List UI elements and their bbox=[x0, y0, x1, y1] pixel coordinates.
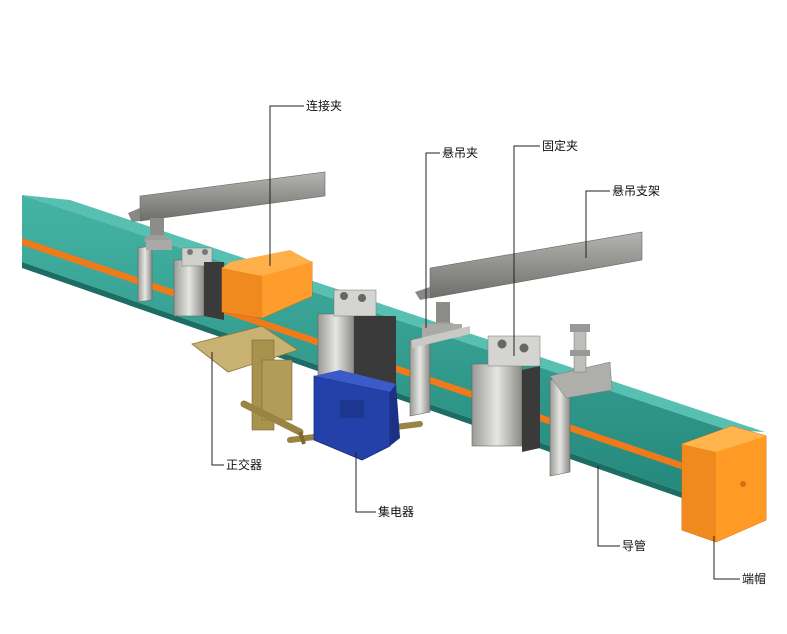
leader-connector-clip bbox=[269, 105, 304, 266]
leader-collector bbox=[355, 452, 376, 513]
connector-clip bbox=[221, 250, 313, 319]
label-suspension-bracket: 悬吊支架 bbox=[612, 184, 660, 198]
leader-fixed-clip bbox=[513, 145, 540, 356]
crossover bbox=[191, 325, 423, 445]
label-guide-tube: 导管 bbox=[622, 538, 646, 553]
label-suspension-clip: 悬吊夹 bbox=[442, 146, 478, 160]
leader-suspension-bracket bbox=[585, 190, 610, 258]
suspension-clip-left bbox=[137, 240, 172, 303]
label-fixed-clip: 固定夹 bbox=[542, 138, 578, 153]
suspension-bracket-left bbox=[128, 171, 326, 245]
fixed-clip-2 bbox=[317, 289, 396, 386]
leader-suspension-clip bbox=[425, 152, 440, 328]
fixed-clip-1 bbox=[173, 247, 224, 320]
label-end-cap: 端帽 bbox=[742, 571, 766, 586]
label-connector-clip: 连接夹 bbox=[306, 98, 342, 113]
leader-crossover bbox=[211, 352, 224, 466]
suspension-clip-middle bbox=[409, 324, 470, 417]
end-cap bbox=[681, 425, 767, 543]
leader-end-cap bbox=[713, 536, 740, 580]
collector bbox=[313, 370, 400, 461]
label-crossover: 正交器 bbox=[226, 457, 262, 472]
label-collector: 集电器 bbox=[378, 504, 414, 519]
leader-lines bbox=[211, 105, 740, 580]
leader-guide-tube bbox=[597, 466, 620, 547]
suspension-clip-right bbox=[549, 324, 613, 477]
suspension-bracket-right bbox=[415, 231, 643, 332]
bracket-bolt bbox=[436, 302, 450, 328]
